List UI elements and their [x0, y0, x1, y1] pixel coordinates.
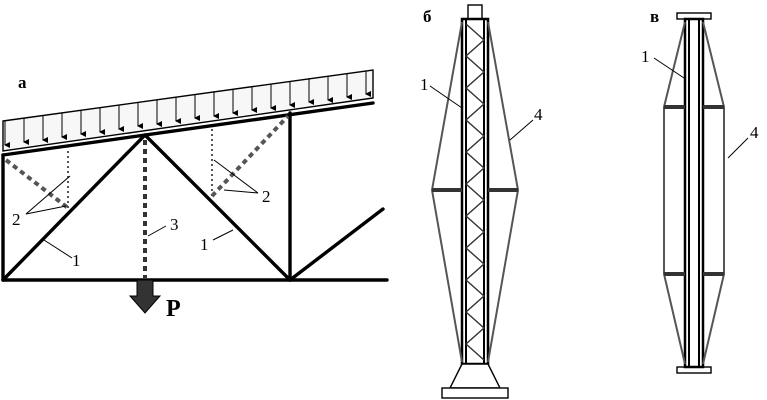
callout-column-c: 1 [641, 47, 650, 66]
panel-b-column [429, 4, 534, 399]
callout-diagonal: 1 [200, 235, 209, 254]
callout-chord-a: 1 [72, 251, 81, 270]
distributed-load [2, 69, 374, 152]
force-label: P [166, 296, 181, 322]
callout-stays-b: 4 [534, 105, 543, 124]
callout-hanger: 3 [170, 215, 179, 234]
panel-label-a: а [18, 73, 27, 92]
panel-c-column [653, 12, 749, 374]
callout-column-b: 1 [420, 75, 429, 94]
callout-ties-right: 2 [262, 187, 271, 206]
panel-label-b: б [423, 7, 432, 26]
force-arrow [128, 279, 162, 314]
truss-members [1, 101, 389, 282]
leaders [25, 159, 259, 259]
lattice [464, 23, 486, 361]
callout-stays-c: 4 [750, 123, 759, 142]
callout-ties-left: 2 [12, 210, 21, 229]
panel-a-truss [1, 69, 389, 314]
panel-label-c: в [650, 7, 659, 26]
